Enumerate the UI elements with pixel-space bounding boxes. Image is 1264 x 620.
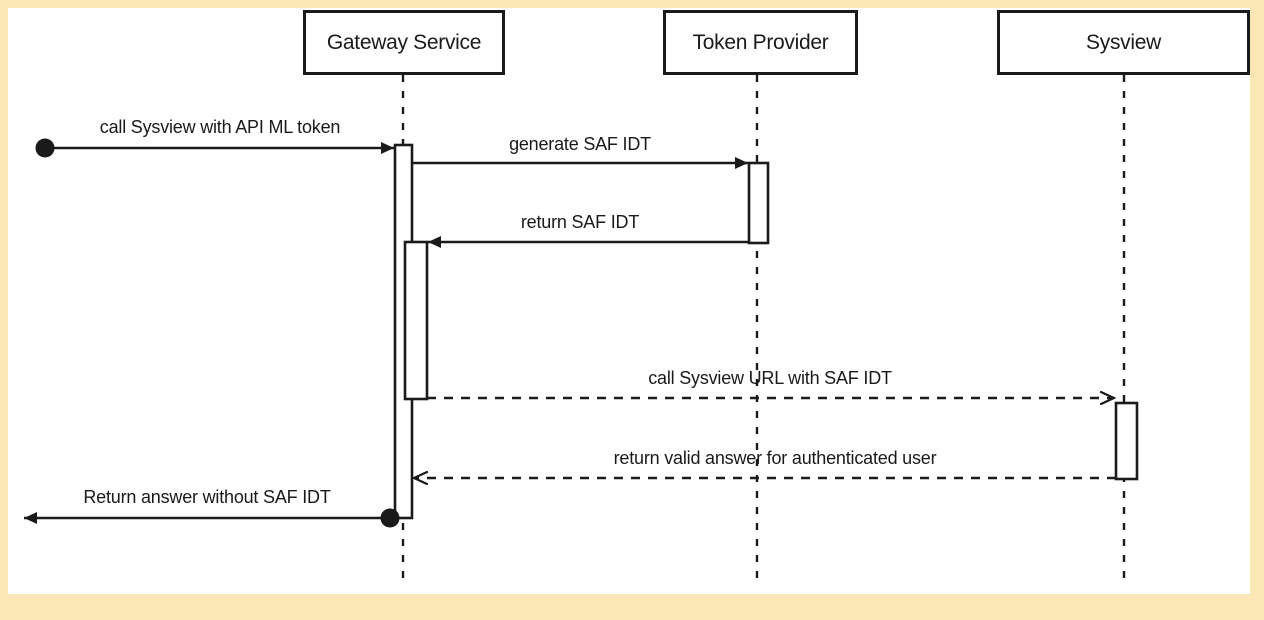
participant-label-sysview: Sysview bbox=[1086, 30, 1161, 54]
participant-box-sysview[interactable]: Sysview bbox=[997, 10, 1250, 75]
participant-label-token-provider: Token Provider bbox=[692, 30, 829, 54]
activation-bars bbox=[393, 143, 1139, 520]
message-arrows bbox=[24, 142, 1116, 524]
participant-box-gateway[interactable]: Gateway Service bbox=[303, 10, 505, 75]
participant-box-token-provider[interactable]: Token Provider bbox=[663, 10, 858, 75]
message-label-call-sysview-with-apiml-token: call Sysview with API ML token bbox=[99, 117, 341, 137]
message-label-call-sysview-url-with-saf-idt: call Sysview URL with SAF IDT bbox=[648, 368, 892, 388]
message-label-return-valid-answer: return valid answer for authenticated us… bbox=[613, 448, 937, 468]
message-label-return-saf-idt: return SAF IDT bbox=[520, 212, 640, 232]
activation-sysview bbox=[1114, 401, 1139, 481]
participant-label-gateway: Gateway Service bbox=[326, 30, 482, 54]
message-label-return-answer-without-saf-idt: Return answer without SAF IDT bbox=[83, 487, 331, 507]
start-point-marker bbox=[35, 138, 55, 158]
message-label-generate-saf-idt: generate SAF IDT bbox=[509, 134, 651, 154]
activation-gateway-nested bbox=[403, 240, 429, 401]
activation-token-provider bbox=[747, 161, 770, 245]
